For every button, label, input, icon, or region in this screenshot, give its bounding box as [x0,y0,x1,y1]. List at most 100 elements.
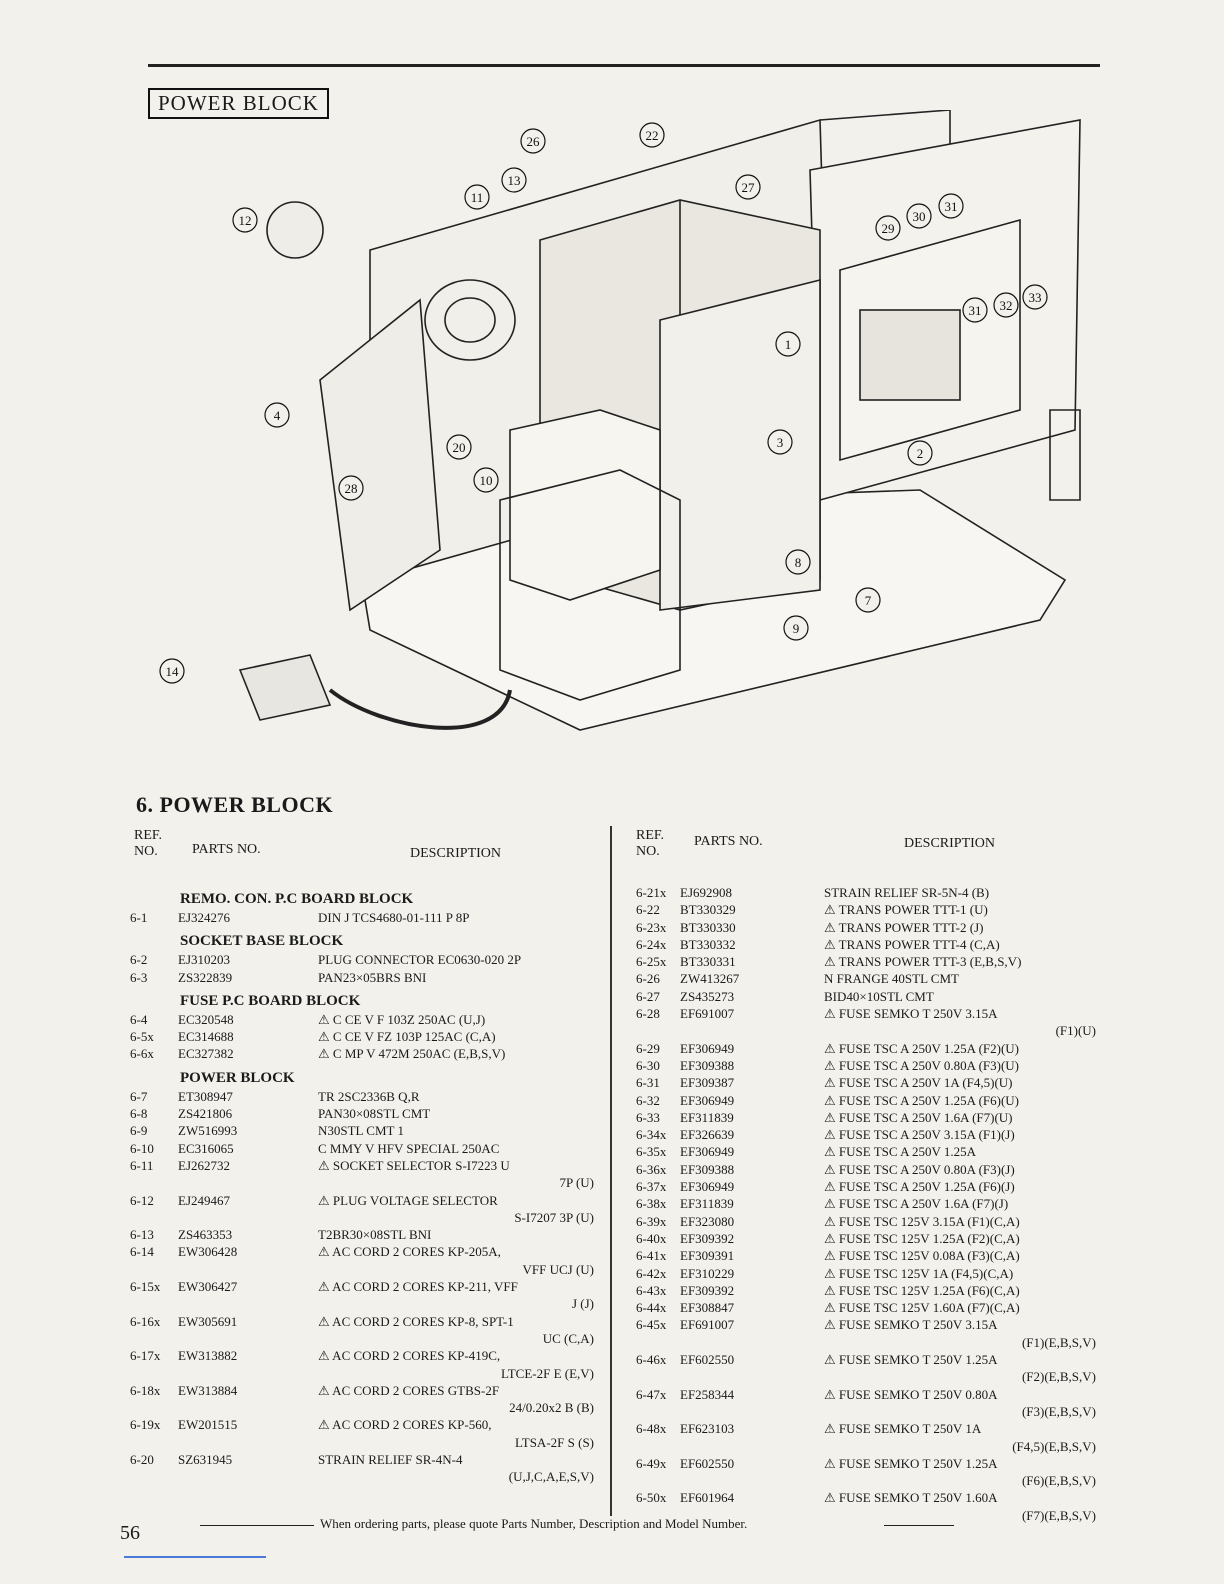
ref-no: 6-47x [636,1386,667,1402]
parts-no: EF311839 [680,1196,734,1212]
description: ⚠ AC CORD 2 CORES KP-205A, [318,1244,501,1260]
footer-rule [200,1525,314,1526]
ref-no: 6-9 [130,1123,148,1139]
parts-list-left: REF.NO. PARTS NO. DESCRIPTION REMO. CON.… [120,828,600,1486]
description-continued: (F1)(E,B,S,V) [1021,1334,1096,1350]
description-continued: 7P (U) [559,1175,594,1191]
parts-no: EF691007 [680,1317,735,1333]
description: ⚠ FUSE SEMKO T 250V 3.15A [824,1317,998,1333]
parts-no: BT330329 [680,902,736,918]
ref-no: 6-40x [636,1230,667,1246]
parts-no: EF623103 [680,1421,735,1437]
ref-no: 6-8 [130,1106,148,1122]
parts-no: ZS463353 [178,1227,233,1243]
ref-no: 6-10 [130,1140,154,1156]
parts-no: BT330331 [680,954,736,970]
diagram-label: 3 [777,435,784,450]
description: ⚠ FUSE TSC A 250V 1.25A (F6)(J) [824,1179,1015,1195]
description: STRAIN RELIEF SR-4N-4 [318,1452,463,1468]
description: ⚠ FUSE SEMKO T 250V 3.15A [824,1006,998,1022]
footer-rule [884,1525,954,1526]
section-title: 6. POWER BLOCK [136,792,334,817]
description: ⚠ FUSE SEMKO T 250V 1A [824,1421,982,1437]
description: ⚠ FUSE TSC 125V 0.08A (F3)(C,A) [824,1248,1020,1264]
diagram-label: 9 [793,621,800,636]
description: ⚠ TRANS POWER TTT-2 (J) [824,919,984,935]
desc-header: DESCRIPTION [904,836,996,851]
ref-no: 6-38x [636,1196,667,1212]
ref-no: 6-42x [636,1265,667,1281]
diagram-label: 12 [239,213,252,228]
description-continued: J (J) [571,1296,594,1312]
parts-no: EW306428 [178,1244,238,1260]
group-title: REMO. CON. P.C BOARD BLOCK [180,891,414,907]
parts-no: EF309387 [680,1075,735,1091]
description-continued: (F7)(E,B,S,V) [1021,1507,1096,1523]
parts-no: EJ324276 [178,910,230,925]
parts-no: EF326639 [680,1127,735,1143]
ref-no: 6-3 [130,969,148,985]
group-title: SOCKET BASE BLOCK [180,933,344,950]
description: PAN23×05BRS BNI [318,969,427,985]
description: ⚠ C CE V F 103Z 250AC (U,J) [318,1011,486,1027]
parts-no: EF258344 [680,1386,735,1402]
description: ⚠ FUSE TSC 125V 3.15A (F1)(C,A) [824,1213,1020,1229]
parts-no: EF309391 [680,1248,735,1264]
parts-no: ZS322839 [178,969,233,985]
parts-no: BT330330 [680,919,736,935]
ref-no: 6-34x [636,1127,667,1143]
ref-no: 6-6x [130,1046,154,1062]
ref-no: 6-14 [130,1244,154,1260]
diagram-label: 31 [969,303,982,318]
description: C MMY V HFV SPECIAL 250AC [318,1140,500,1156]
parts-no: EF601964 [680,1490,735,1506]
parts-no: EW201515 [178,1417,238,1433]
description-continued: (F2)(E,B,S,V) [1021,1369,1096,1385]
ref-header-1: REF. [134,828,163,843]
description: ⚠ FUSE TSC A 250V 0.80A (F3)(U) [824,1057,1020,1073]
description-continued: (F3)(E,B,S,V) [1021,1403,1096,1419]
description-continued: VFF UCJ (U) [522,1261,594,1277]
ref-no: 6-15x [130,1279,161,1295]
parts-no: EF306949 [680,1144,735,1160]
ref-no: 6-31 [636,1075,660,1091]
page-number: 56 [120,1522,140,1544]
desc-header: DESCRIPTION [410,846,502,861]
description-continued: LTCE-2F E (E,V) [500,1365,594,1381]
parts-no: EW313884 [178,1382,238,1398]
parts-no: EF309392 [680,1282,735,1298]
parts-no: EC316065 [178,1140,234,1156]
parts-no: EJ262732 [178,1157,230,1173]
description: PAN30×08STL CMT [318,1106,431,1122]
group-title: POWER BLOCK [180,1069,295,1086]
diagram-label: 33 [1029,290,1042,305]
ref-no: 6-17x [130,1348,161,1364]
footer-note: When ordering parts, please quote Parts … [320,1516,748,1531]
parts-no: BT330332 [680,936,736,952]
description: ⚠ AC CORD 2 CORES KP-419C, [318,1348,501,1364]
ref-no: 6-28 [636,1006,660,1022]
description: ⚠ FUSE TSC 125V 1.25A (F2)(C,A) [824,1230,1020,1246]
ref-no: 6-50x [636,1490,667,1506]
ref-no: 6-48x [636,1421,667,1437]
parts-no: EW306427 [178,1279,238,1295]
description: ⚠ AC CORD 2 CORES KP-8, SPT-1 [318,1313,514,1329]
description: ⚠ SOCKET SELECTOR S-I7223 U [318,1157,510,1173]
description-continued: 24/0.20x2 B (B) [509,1400,594,1416]
parts-no: EF309388 [680,1161,735,1177]
description: T2BR30×08STL BNI [318,1227,432,1243]
description: ⚠ FUSE TSC 125V 1.60A (F7)(C,A) [824,1300,1020,1316]
